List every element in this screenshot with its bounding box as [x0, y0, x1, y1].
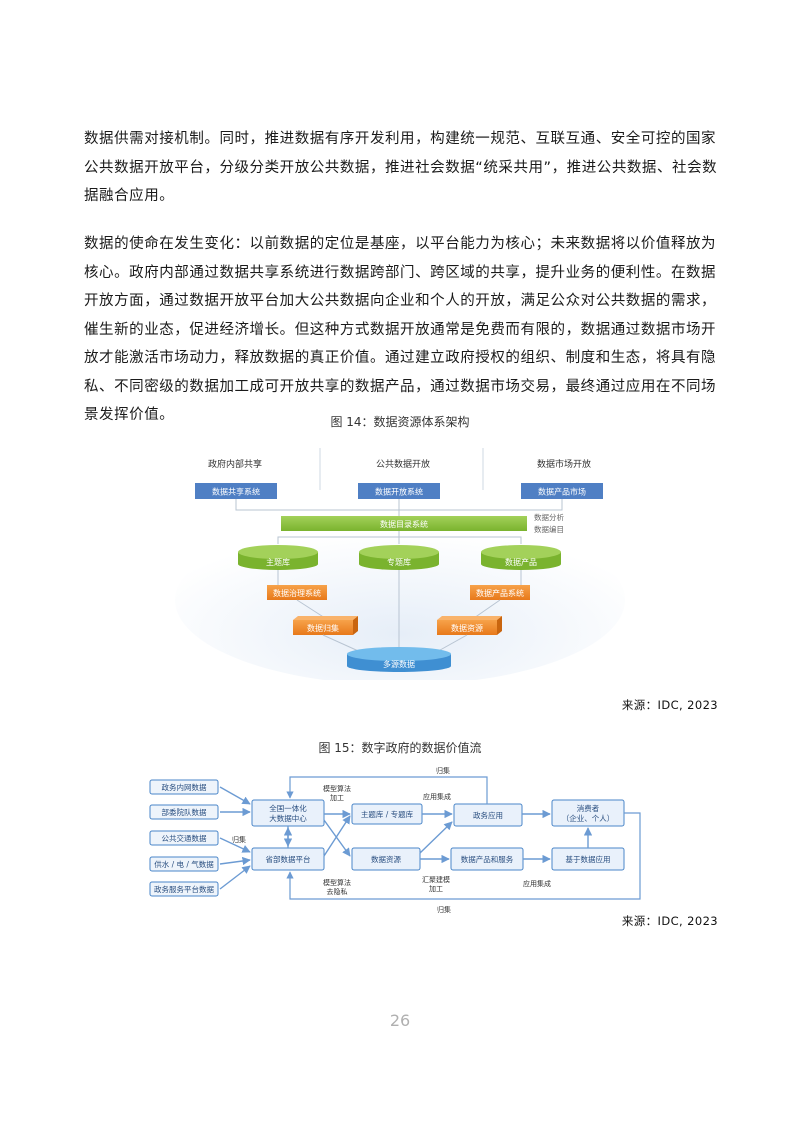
source-box [149, 804, 219, 820]
figure-14-source: 来源：IDC, 2023 [621, 698, 718, 712]
collect-label: 归集 [436, 766, 450, 775]
figure-14-caption: 图 14：数据资源体系架构 [330, 415, 470, 429]
box-label: 数据开放系统 [375, 487, 423, 497]
product-system-box [470, 585, 530, 600]
base-label: 多源数据 [383, 659, 415, 669]
box-label: 数据资源 [371, 854, 401, 864]
side-note: 数据编目 [534, 524, 564, 534]
governance-system-box [267, 585, 327, 600]
side-note: 数据分析 [534, 512, 564, 522]
page-number: 26 [389, 1011, 411, 1030]
box-label: 主题库 / 专题库 [361, 809, 414, 819]
figure-15-caption: 图 15：数字政府的数据价值流 [318, 741, 482, 755]
box-label: 数据产品市场 [538, 487, 586, 497]
data-open-system-box [358, 483, 440, 499]
model-algo-privacy-label: 模型算法 [323, 878, 351, 887]
column-header: 公共数据开放 [376, 458, 430, 470]
source-label: 部委院队数据 [162, 807, 207, 817]
data-sharing-system-box [195, 483, 277, 499]
source-label: 政务内网数据 [162, 782, 207, 792]
model-algo-label: 加工 [330, 793, 344, 802]
box-label: 全国一体化 [269, 803, 307, 813]
source-box [149, 856, 219, 872]
box-label: （企业、个人） [562, 813, 615, 823]
gov-apps-box [453, 803, 523, 827]
data-collection-box [293, 616, 358, 635]
connector-lines [296, 599, 501, 619]
cylinder-label: 专题库 [387, 557, 411, 567]
catalog-system-bar [281, 516, 527, 531]
source-box [149, 830, 219, 846]
box-label: 数据产品和服务 [461, 854, 514, 864]
box-label: 数据共享系统 [212, 487, 260, 497]
flow-arrows [219, 786, 251, 890]
connector-lines [277, 531, 522, 544]
paragraph-2: 数据的使命在发生变化：以前数据的定位是基座，以平台能力为核心；未来数据将以价值释… [84, 236, 717, 423]
aggregate-model-label: 加工 [429, 884, 443, 893]
app-integration-label: 应用集成 [523, 879, 551, 888]
theme-db-cylinder [238, 545, 318, 570]
source-label: 公共交通数据 [162, 833, 207, 843]
box-label: 数据治理系统 [273, 588, 321, 598]
data-product-market-box [521, 483, 603, 499]
box-label: 基于数据应用 [566, 854, 611, 864]
cylinder-label: 主题库 [266, 557, 290, 567]
box-label: 省部数据平台 [266, 854, 311, 864]
cylinder-label: 数据产品 [505, 557, 537, 567]
catalog-label: 数据目录系统 [380, 519, 428, 529]
source-label: 政务服务平台数据 [154, 884, 214, 894]
source-box [149, 881, 219, 897]
collect-label: 归集 [437, 905, 451, 914]
figure-15-source: 来源：IDC, 2023 [621, 914, 718, 928]
collect-label: 归集 [232, 835, 246, 844]
figure-15-diagram: 政务内网数据 部委院队数据 公共交通数据 供水 / 电 / 气数据 政务服务平台… [149, 766, 641, 914]
flow-arrows [283, 809, 593, 864]
box-label: 数据产品系统 [476, 588, 524, 598]
column-header: 政府内部共享 [208, 458, 262, 470]
aggregate-model-label: 汇聚建模 [422, 875, 450, 884]
figure-14-diagram: 政府内部共享 公共数据开放 数据市场开放 数据共享系统 数据开放系统 数据产品市… [175, 448, 625, 680]
box-label: 数据资源 [451, 623, 483, 633]
connector-lines [277, 570, 522, 650]
box-label: 消费者 [577, 803, 600, 813]
box-label: 数据归集 [307, 623, 339, 633]
data-resources-box [437, 616, 502, 635]
column-header: 数据市场开放 [537, 458, 591, 470]
multi-source-data-cylinder [347, 647, 451, 672]
data-product-cylinder [481, 545, 561, 570]
topic-db-cylinder [359, 545, 439, 570]
connector-lines [235, 499, 563, 516]
box-label: 大数据中心 [269, 813, 307, 823]
app-integration-label: 应用集成 [423, 792, 451, 801]
return-loop-arrows [286, 776, 641, 900]
box-label: 政务应用 [473, 810, 503, 820]
model-algo-privacy-label: 去隐私 [327, 887, 348, 896]
source-box [149, 779, 219, 795]
model-algo-label: 模型算法 [323, 784, 351, 793]
source-label: 供水 / 电 / 气数据 [154, 859, 214, 869]
paragraph-1: 数据供需对接机制。同时，推进数据有序开发利用，构建统一规范、互联互通、安全可控的… [84, 131, 718, 204]
